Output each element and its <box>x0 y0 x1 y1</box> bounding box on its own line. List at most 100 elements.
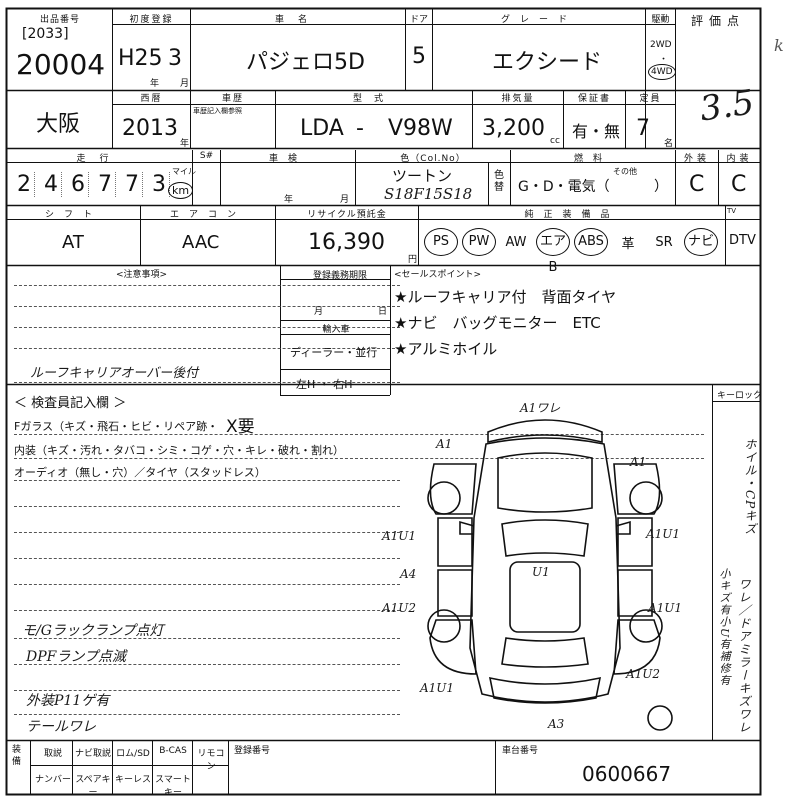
damage-mark: A1 <box>629 455 646 469</box>
mileage-label: 走行 <box>76 154 123 164</box>
inspector-line-interior: 内装（キズ・汚れ・タバコ・シミ・コゲ・穴・キレ・破れ・割れ） <box>14 444 344 457</box>
hand-note-1: モ/Gラックランプ点灯 <box>22 623 164 639</box>
car-name: パジェロ5D <box>246 50 365 75</box>
equip-rom-sd: ロム/SD <box>116 749 150 759</box>
equip-smart-key: スマートキー <box>155 775 191 798</box>
ac-label: エアコン <box>169 210 246 220</box>
first-reg-era: H25 <box>118 46 163 71</box>
keylock-note-2: ワレ／ドアミラーキズワレ <box>737 578 751 734</box>
caution-note: ルーフキャリアオーバー後付 <box>30 366 199 381</box>
sales-point-2: ★ナビ バッグモニター ETC <box>394 314 601 332</box>
equip-manual: 取説 <box>43 749 62 759</box>
mileage-digit: 6 <box>68 172 89 197</box>
option-circled: PS <box>424 228 458 256</box>
doors: 5 <box>412 44 426 69</box>
inspector-line-glass: Fガラス（キズ・飛石・ヒビ・リペア跡・ <box>14 420 219 433</box>
fuel-close: ） <box>654 179 668 195</box>
import-type: ディーラー・並行 <box>290 346 378 359</box>
equip-remote: リモコン <box>197 749 225 772</box>
corner-mark: k <box>774 36 784 55</box>
inspector-line-audio: オーディオ（無し・穴）／タイヤ（スタッドレス） <box>14 466 266 479</box>
location: 大阪 <box>36 112 81 137</box>
first-reg-year-unit: 年 <box>150 79 160 89</box>
glass-mark: X要 <box>226 417 255 437</box>
tv-label: TV <box>727 207 737 215</box>
damage-mark: A1ワレ <box>519 401 560 415</box>
equip-label: 装備 <box>12 745 22 767</box>
mileage-digit: 7 <box>95 172 116 197</box>
damage-mark: A1U2 <box>381 601 416 615</box>
recycle-label: リサイクル預託金 <box>307 210 387 220</box>
model-year-unit: 年 <box>180 139 190 149</box>
hand-note-4: テールワレ <box>26 719 96 735</box>
warranty: 有・無 <box>572 122 621 141</box>
sales-point-3: ★アルミホイル <box>394 340 498 358</box>
drive-separator: ・ <box>659 55 669 65</box>
exterior-label: 外装 <box>683 154 710 164</box>
reg-expiry-label: 登録義務期限 <box>312 271 367 281</box>
shift: AT <box>62 232 84 253</box>
option-circled: PW <box>462 228 496 256</box>
equip-spare-key: スペアキー <box>75 775 111 798</box>
equip-keyless: キーレス <box>114 775 151 785</box>
mileage-digit: 4 <box>41 172 62 197</box>
year-label: 西暦 <box>140 94 163 104</box>
exterior-grade: C <box>689 172 705 197</box>
door-label: ドア <box>409 15 428 25</box>
first-reg-label: 初度登録 <box>129 15 174 25</box>
inspection-month-unit: 月 <box>340 195 350 205</box>
shift-label: シフト <box>44 210 102 220</box>
color-change-label: 色替 <box>494 170 504 193</box>
displacement: 3,200 <box>482 116 545 141</box>
model-label: 型式 <box>352 94 395 104</box>
mileage-digit: 2 <box>14 172 35 197</box>
option-plain: AW <box>505 234 527 250</box>
reg-no-label: 登録番号 <box>234 746 271 756</box>
damage-mark: A1U1 <box>419 681 454 695</box>
first-reg-month-unit: 月 <box>180 79 190 89</box>
inspection-year-unit: 年 <box>284 195 294 205</box>
damage-mark: A1 <box>435 437 452 451</box>
capacity: 7 <box>636 116 650 141</box>
mileage-digit: 7 <box>122 172 143 197</box>
fuel-other-label: その他 <box>613 167 637 176</box>
history-sub: 車歴記入欄参照 <box>193 107 242 115</box>
caution-label: <注意事項> <box>116 270 168 280</box>
score-label: 評価点 <box>690 14 745 28</box>
equip-plate: ナンバー <box>35 775 72 785</box>
cc-unit: cc <box>550 136 560 146</box>
frame-number: 0600667 <box>582 762 672 786</box>
drive-4wd-circled: 4WD <box>648 64 676 80</box>
car-name-label: 車名 <box>274 15 321 25</box>
option-circled: ABS <box>574 228 608 256</box>
color-code: S18F15S18 <box>384 185 473 203</box>
hand-note-2: DPFランプ点滅 <box>26 649 126 665</box>
reg-month-unit: 月 <box>314 307 324 317</box>
damage-mark: A1U1 <box>645 527 680 541</box>
keylock-label: キーロック <box>717 391 763 401</box>
color-label: 色（Col.No） <box>400 154 466 164</box>
smeter-label: S# <box>199 151 214 161</box>
interior-grade: C <box>731 172 747 197</box>
reg-day-unit: 日 <box>378 307 388 317</box>
displacement-label: 排気量 <box>501 94 535 104</box>
drive-2wd: 2WD <box>650 40 672 50</box>
steering: 左H ・ 右H <box>296 378 353 391</box>
recycle-fee: 16,390 <box>308 230 385 255</box>
fuel-label: 燃料 <box>573 154 612 164</box>
damage-mark: A4 <box>399 567 416 581</box>
yen-unit: 円 <box>408 255 418 265</box>
model-code: V98W <box>388 116 453 141</box>
warranty-label: 保証書 <box>577 94 611 104</box>
hand-note-3: 外装P11ゲ有 <box>26 693 110 709</box>
lot-number: 20004 <box>16 48 106 81</box>
damage-mark: A1U1 <box>381 529 416 543</box>
interior-label: 内装 <box>726 154 753 164</box>
mile-label: マイル <box>172 167 196 176</box>
lot-label: 出品番号 <box>39 15 80 25</box>
drive-label: 駆動 <box>651 15 670 25</box>
history-label: 車歴 <box>221 94 244 104</box>
